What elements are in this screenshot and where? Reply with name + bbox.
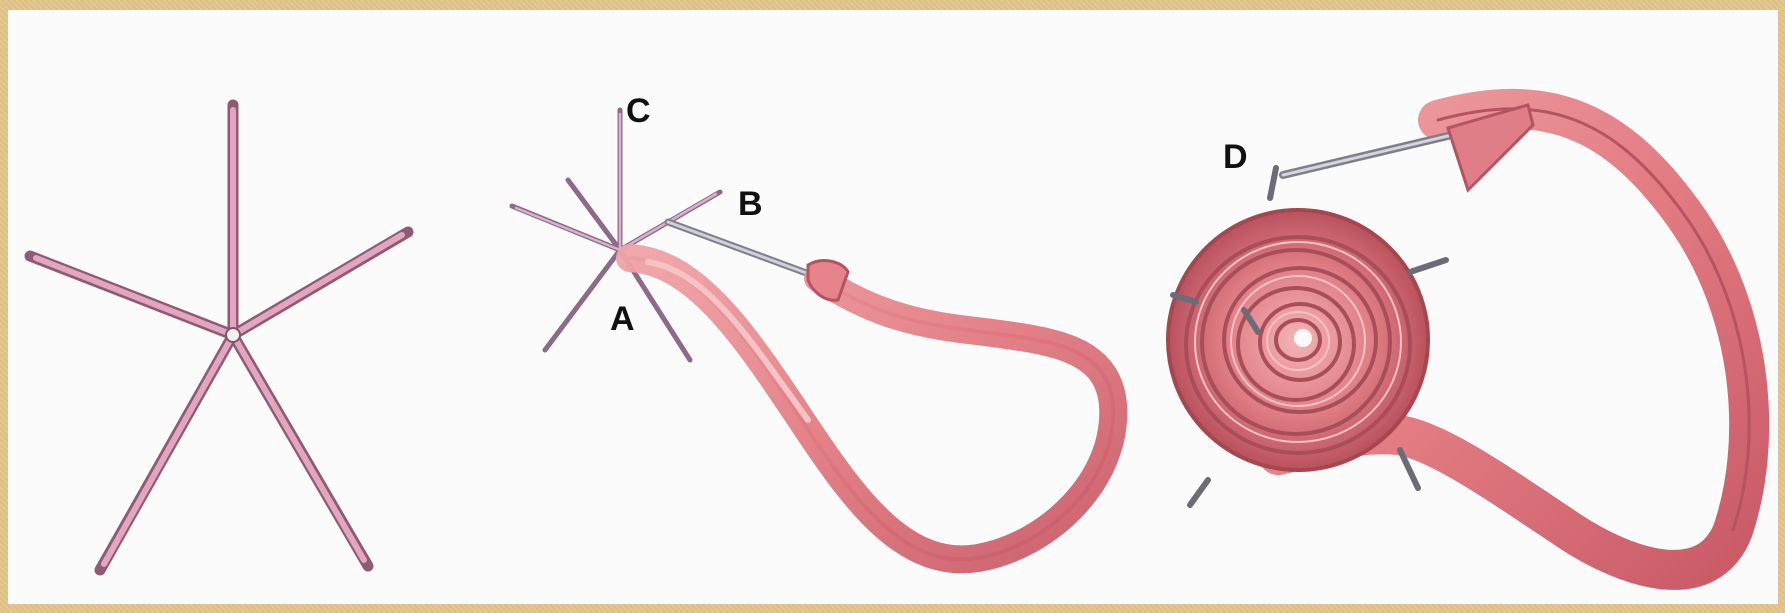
needle-start-figure (512, 110, 1113, 559)
label-b: B (738, 185, 763, 223)
illustration-panel: C B A D (8, 10, 1778, 604)
ribbon-rose-diagram: C B A D (8, 10, 1778, 604)
spokes-figure (30, 105, 408, 570)
label-a: A (610, 300, 635, 338)
rose-figure (1168, 105, 1749, 570)
label-c: C (626, 92, 651, 130)
label-d: D (1223, 138, 1248, 176)
